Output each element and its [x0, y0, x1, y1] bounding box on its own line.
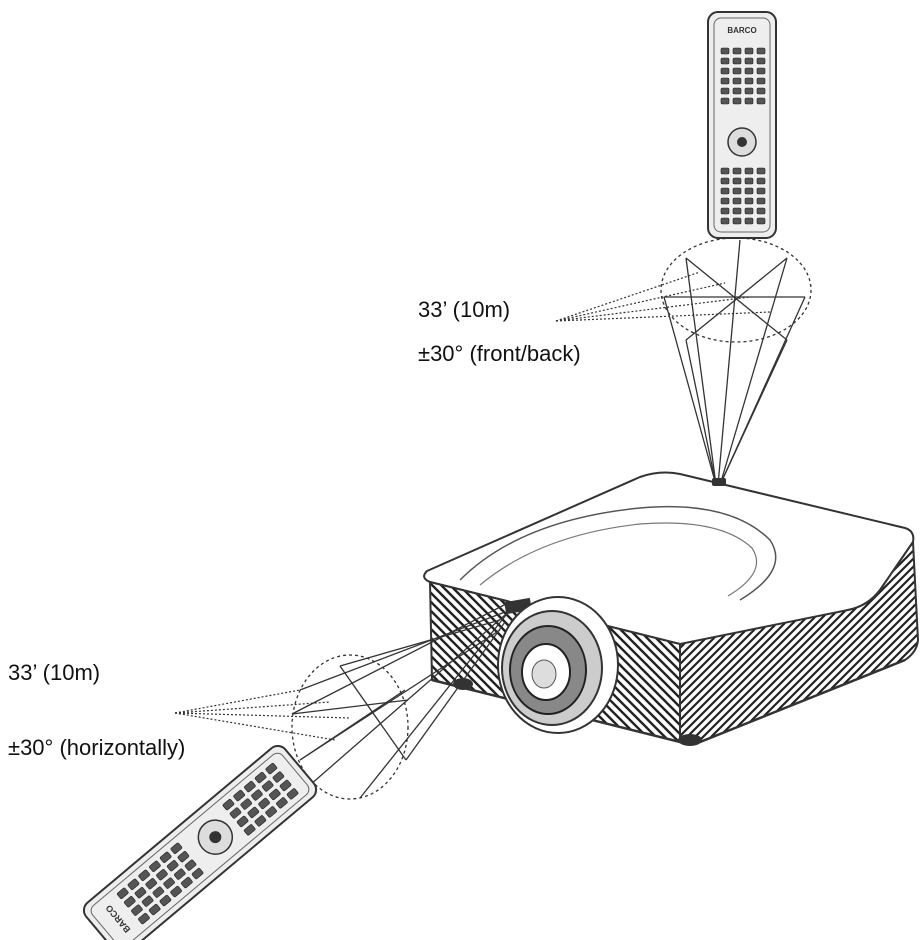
top-remote-button [733, 198, 741, 204]
top-remote-button [721, 168, 729, 174]
top-remote-button [745, 178, 753, 184]
top-remote-brand: BARCO [727, 26, 756, 35]
top-remote-button [721, 48, 729, 54]
top-remote-button [757, 218, 765, 224]
top-remote-button [757, 58, 765, 64]
top-remote-button [745, 198, 753, 204]
top-remote-button [745, 208, 753, 214]
top-remote-button [733, 208, 741, 214]
projector-lens [498, 597, 618, 733]
top-remote-button [757, 168, 765, 174]
top-sensor-angle-label: ±30° (front/back) [418, 341, 581, 367]
top-remote-button [733, 68, 741, 74]
top-remote-button [745, 88, 753, 94]
top-remote-button [757, 178, 765, 184]
top-remote-button [757, 68, 765, 74]
top-remote-button [745, 68, 753, 74]
top-remote-button [757, 88, 765, 94]
top-remote-button [745, 58, 753, 64]
top-remote-button [733, 188, 741, 194]
top-remote-button [721, 98, 729, 104]
projector [424, 473, 918, 746]
top-remote-button [745, 188, 753, 194]
top-remote-button [733, 178, 741, 184]
top-remote-button [733, 78, 741, 84]
top-remote-ok-button [737, 137, 747, 147]
top-remote-button [721, 208, 729, 214]
top-remote-button [721, 178, 729, 184]
top-remote-button [721, 188, 729, 194]
top-remote-button [757, 198, 765, 204]
top-remote-button [733, 98, 741, 104]
top-remote-button [733, 88, 741, 94]
top-remote-button [745, 78, 753, 84]
top-remote-button [721, 198, 729, 204]
top-remote-button [745, 98, 753, 104]
top-remote-button [757, 98, 765, 104]
top-remote-button [733, 168, 741, 174]
top-remote-button [721, 78, 729, 84]
top-remote-button [757, 188, 765, 194]
top-remote-button [721, 68, 729, 74]
front-sensor-distance-label: 33’ (10m) [8, 660, 100, 686]
top-remote-button [745, 218, 753, 224]
front-remote-control: BARCO [80, 742, 320, 940]
top-remote-button [721, 58, 729, 64]
top-sensor-distance-label: 33’ (10m) [418, 297, 510, 323]
top-ir-sensor [712, 478, 726, 486]
top-remote-button [733, 48, 741, 54]
top-remote-button [757, 48, 765, 54]
top-remote-control: BARCO [708, 12, 776, 238]
top-sensor-cone [661, 238, 811, 485]
top-remote-button [757, 78, 765, 84]
top-remote-button [721, 218, 729, 224]
top-remote-button [721, 88, 729, 94]
top-remote-button [745, 168, 753, 174]
top-remote-button [757, 208, 765, 214]
front-sensor-angle-label: ±30° (horizontally) [8, 735, 185, 761]
top-remote-button [733, 58, 741, 64]
top-remote-button [733, 218, 741, 224]
top-remote-button [745, 48, 753, 54]
projector-foot [678, 734, 702, 746]
